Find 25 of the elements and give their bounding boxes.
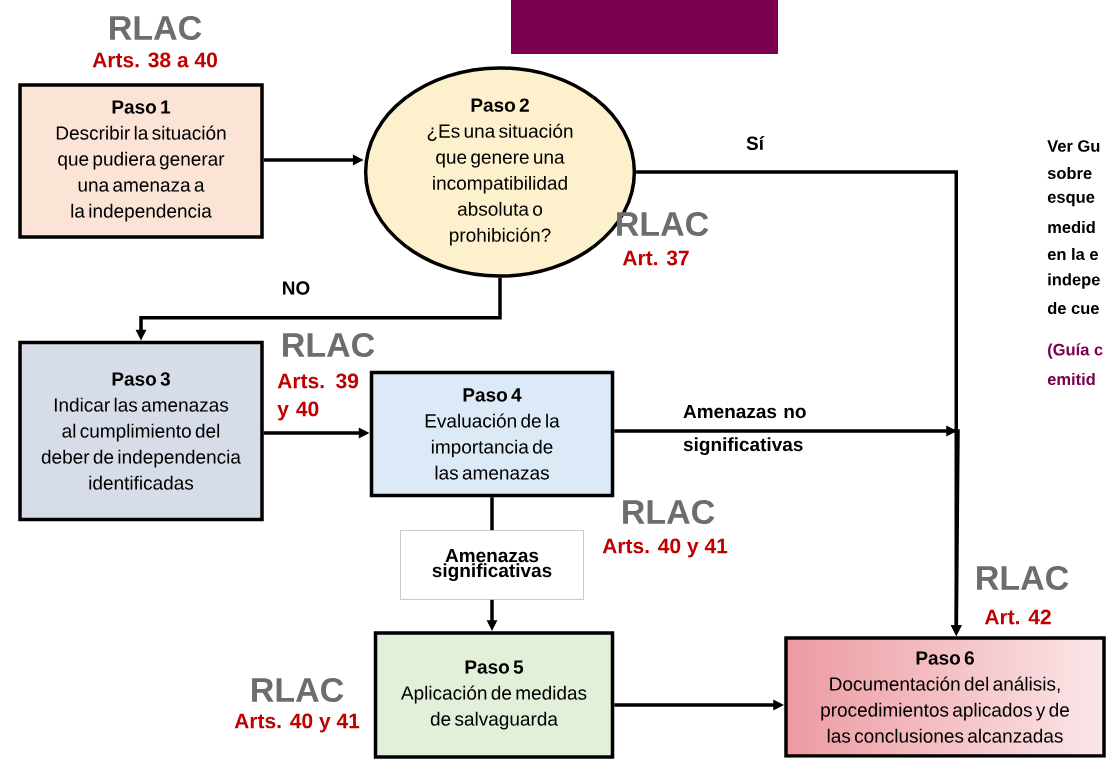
side-note-text: medid bbox=[1048, 220, 1095, 234]
side-note-text: esque bbox=[1047, 193, 1095, 207]
step-box: Paso 6 Documentación del análisis, procedimientos aplicados y de las conclusiones alcanzadas bbox=[784, 636, 1106, 758]
edge-label: Sí bbox=[746, 135, 765, 151]
step-box: Paso 3 Indicar las amenazas al cumplimiento del deber de independencia identificadas bbox=[18, 340, 264, 522]
regulation-label: RLAC bbox=[252, 677, 344, 703]
side-note-text: de cue bbox=[1047, 301, 1099, 315]
regulation-label: RLAC bbox=[283, 332, 375, 358]
step-box: Paso 1 Describir la situación que pudiera generar una amenaza a la independencia bbox=[18, 83, 264, 239]
side-note-link: emitid bbox=[1047, 372, 1095, 386]
side-note-text: indepe bbox=[1048, 273, 1100, 289]
edge-label: Amenazas no significativas bbox=[683, 404, 806, 456]
edge-label: NO bbox=[283, 281, 310, 295]
regulation-label: RLAC bbox=[110, 15, 202, 41]
article-label: Arts. 40 y 41 bbox=[602, 538, 728, 558]
regulation-label: RLAC bbox=[977, 565, 1069, 591]
side-note-text: sobre bbox=[1047, 166, 1092, 180]
article-label: Arts. 39 y 40 bbox=[277, 373, 359, 421]
side-note-text: en la e bbox=[1047, 247, 1098, 261]
side-note-text: Ver Gu bbox=[1047, 140, 1100, 152]
outcome-box: Amenazas significativas bbox=[400, 530, 584, 600]
step-box: Paso 4 Evaluación de la importancia de las amenazas bbox=[369, 370, 615, 498]
side-note-link: (Guía c bbox=[1048, 343, 1103, 359]
regulation-label: RLAC bbox=[623, 499, 715, 525]
step-box: Paso 5 Aplicación de medidas de salvaguarda bbox=[373, 631, 615, 759]
